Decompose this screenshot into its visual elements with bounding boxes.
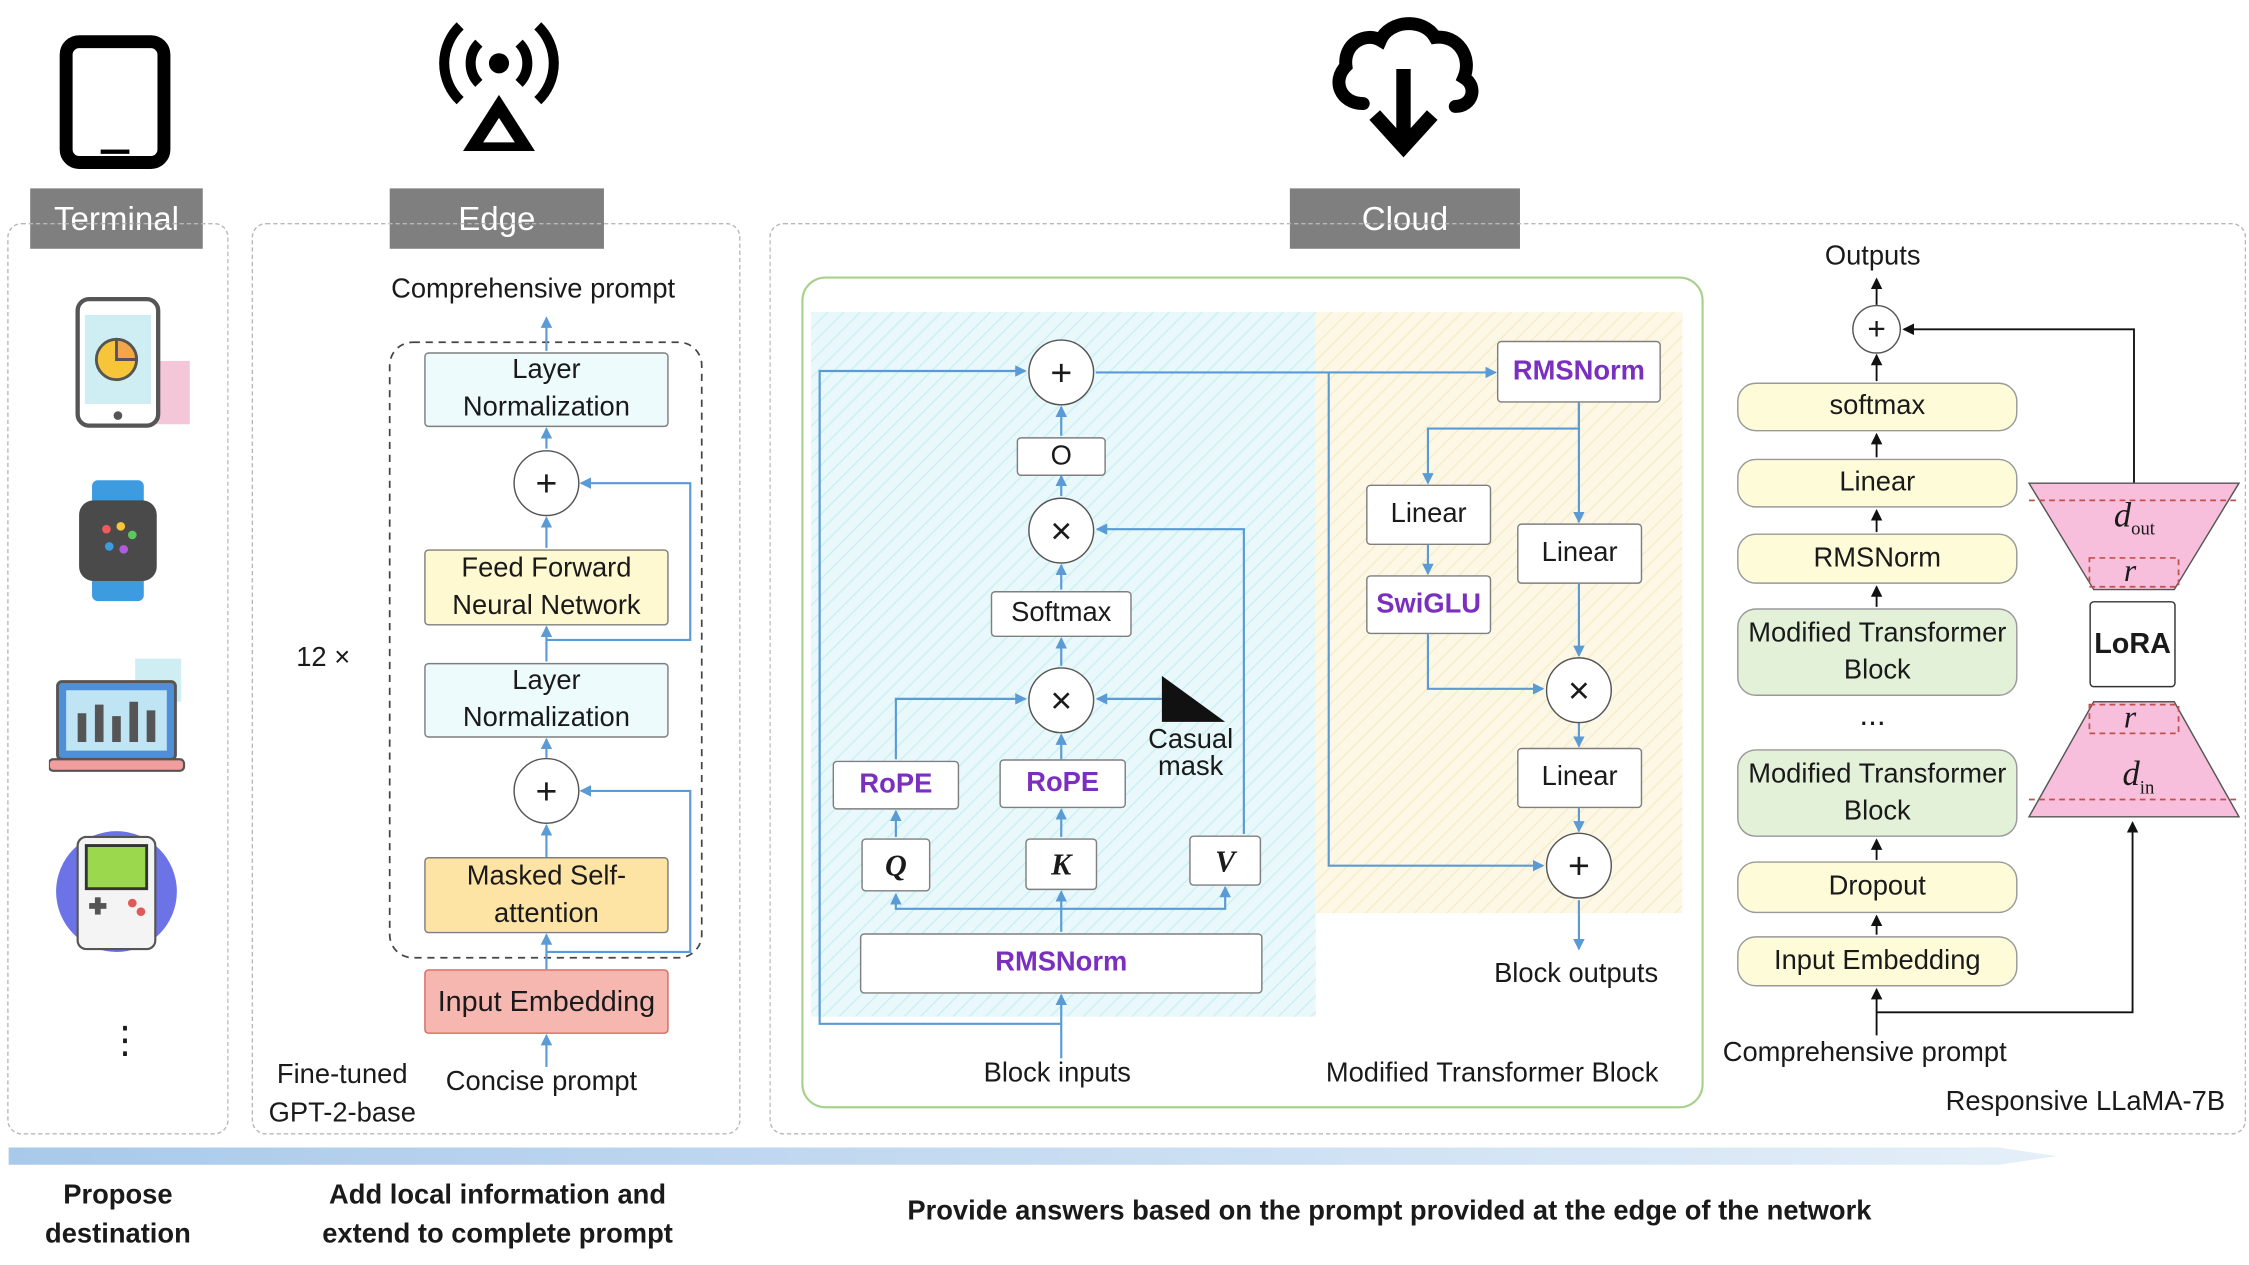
lora-box: LoRA [2089, 601, 2176, 688]
value-box: V [1189, 835, 1262, 886]
gpt2-model-label: Fine-tuned GPT-2-base [268, 1059, 416, 1129]
cloud-header: Cloud [1289, 188, 1520, 249]
edge-output-label: Comprehensive prompt [391, 274, 676, 305]
lora-down-trapezoid [2027, 701, 2241, 818]
antenna-icon [439, 22, 559, 151]
layer-norm-bottom: Layer Normalization [424, 662, 669, 738]
llama-rmsnorm-box: RMSNorm [1737, 533, 2018, 584]
ffn-add-circle: + [1545, 832, 1612, 899]
llama-linear-box: Linear [1737, 458, 2018, 508]
d-in-label: din [2122, 756, 2155, 798]
add-circle-top: + [513, 450, 580, 517]
edge-panel [251, 222, 741, 1135]
repeat-label: 12 × [296, 642, 351, 673]
ffn-rmsnorm-box: RMSNorm [1496, 340, 1661, 403]
modified-block-title: Modified Transformer Block [1325, 1058, 1659, 1089]
llama-modified-block-bottom: Modified Transformer Block [1737, 749, 2018, 837]
qk-multiply-circle: × [1028, 667, 1095, 734]
add-circle-bottom: + [513, 757, 580, 824]
terminal-panel [7, 222, 229, 1135]
edge-input-embedding: Input Embedding [424, 969, 669, 1034]
llama-input-embedding-box: Input Embedding [1737, 936, 2018, 987]
residual-add-circle: + [1028, 339, 1095, 406]
modified-block-frame [801, 276, 1704, 1109]
cloud-download-icon [1332, 17, 1479, 158]
swiglu-box: SwiGLU [1366, 575, 1492, 635]
lora-up-trapezoid [2027, 482, 2241, 591]
outputs-label: Outputs [1824, 241, 1921, 272]
query-box: Q [861, 838, 931, 892]
rank-label-top: r [2123, 552, 2137, 589]
terminal-header: Terminal [30, 188, 203, 249]
causal-mask-label: Casual mask [1148, 724, 1234, 783]
block-inputs-label: Block inputs [983, 1058, 1131, 1089]
masked-attention-box: Masked Self-attention [424, 857, 669, 934]
llama-input-label: Comprehensive prompt [1722, 1038, 2007, 1069]
flow-arrow [8, 1147, 2057, 1165]
edge-header: Edge [389, 188, 604, 249]
attention-rmsnorm-box: RMSNorm [859, 933, 1263, 994]
llama-modified-block-top: Modified Transformer Block [1737, 608, 2018, 696]
edge-stage-label: Add local information and extend to comp… [322, 1180, 673, 1250]
linear-up-box: Linear [1517, 523, 1643, 584]
linear-down-box: Linear [1517, 747, 1643, 809]
laptop-icon [48, 658, 186, 772]
tablet-icon [59, 35, 171, 169]
rope-k-box: RoPE [999, 759, 1126, 809]
smartwatch-icon [79, 480, 157, 602]
more-devices-ellipsis: ⋮ [106, 1018, 144, 1062]
llama-model-label: Responsive LLaMA-7B [1945, 1087, 2226, 1118]
llama-softmax-box: softmax [1737, 382, 2018, 432]
game-console-icon [56, 831, 177, 952]
linear-gate-box: Linear [1366, 484, 1492, 546]
smartphone-icon [75, 296, 190, 428]
output-projection-box: O [1016, 437, 1106, 476]
rank-label-bottom: r [2123, 698, 2137, 735]
softmax-box: Softmax [990, 591, 1132, 638]
layer-norm-top: Layer Normalization [424, 352, 669, 428]
key-box: K [1025, 838, 1098, 891]
llama-ellipsis: ... [1859, 695, 1886, 732]
lora-add-circle: + [1852, 304, 1902, 354]
value-multiply-circle: × [1028, 497, 1095, 564]
gate-multiply-circle: × [1545, 657, 1612, 724]
d-out-label: dout [2113, 497, 2156, 539]
concise-prompt-label: Concise prompt [445, 1066, 638, 1098]
cloud-stage-label: Provide answers based on the prompt prov… [907, 1196, 1872, 1227]
block-outputs-label: Block outputs [1494, 959, 1659, 990]
rope-q-box: RoPE [832, 760, 960, 810]
terminal-stage-label: Propose destination [45, 1180, 191, 1250]
cloud-panel [769, 222, 2247, 1135]
feed-forward-box: Feed Forward Neural Network [424, 549, 669, 626]
llama-dropout-box: Dropout [1737, 861, 2018, 914]
